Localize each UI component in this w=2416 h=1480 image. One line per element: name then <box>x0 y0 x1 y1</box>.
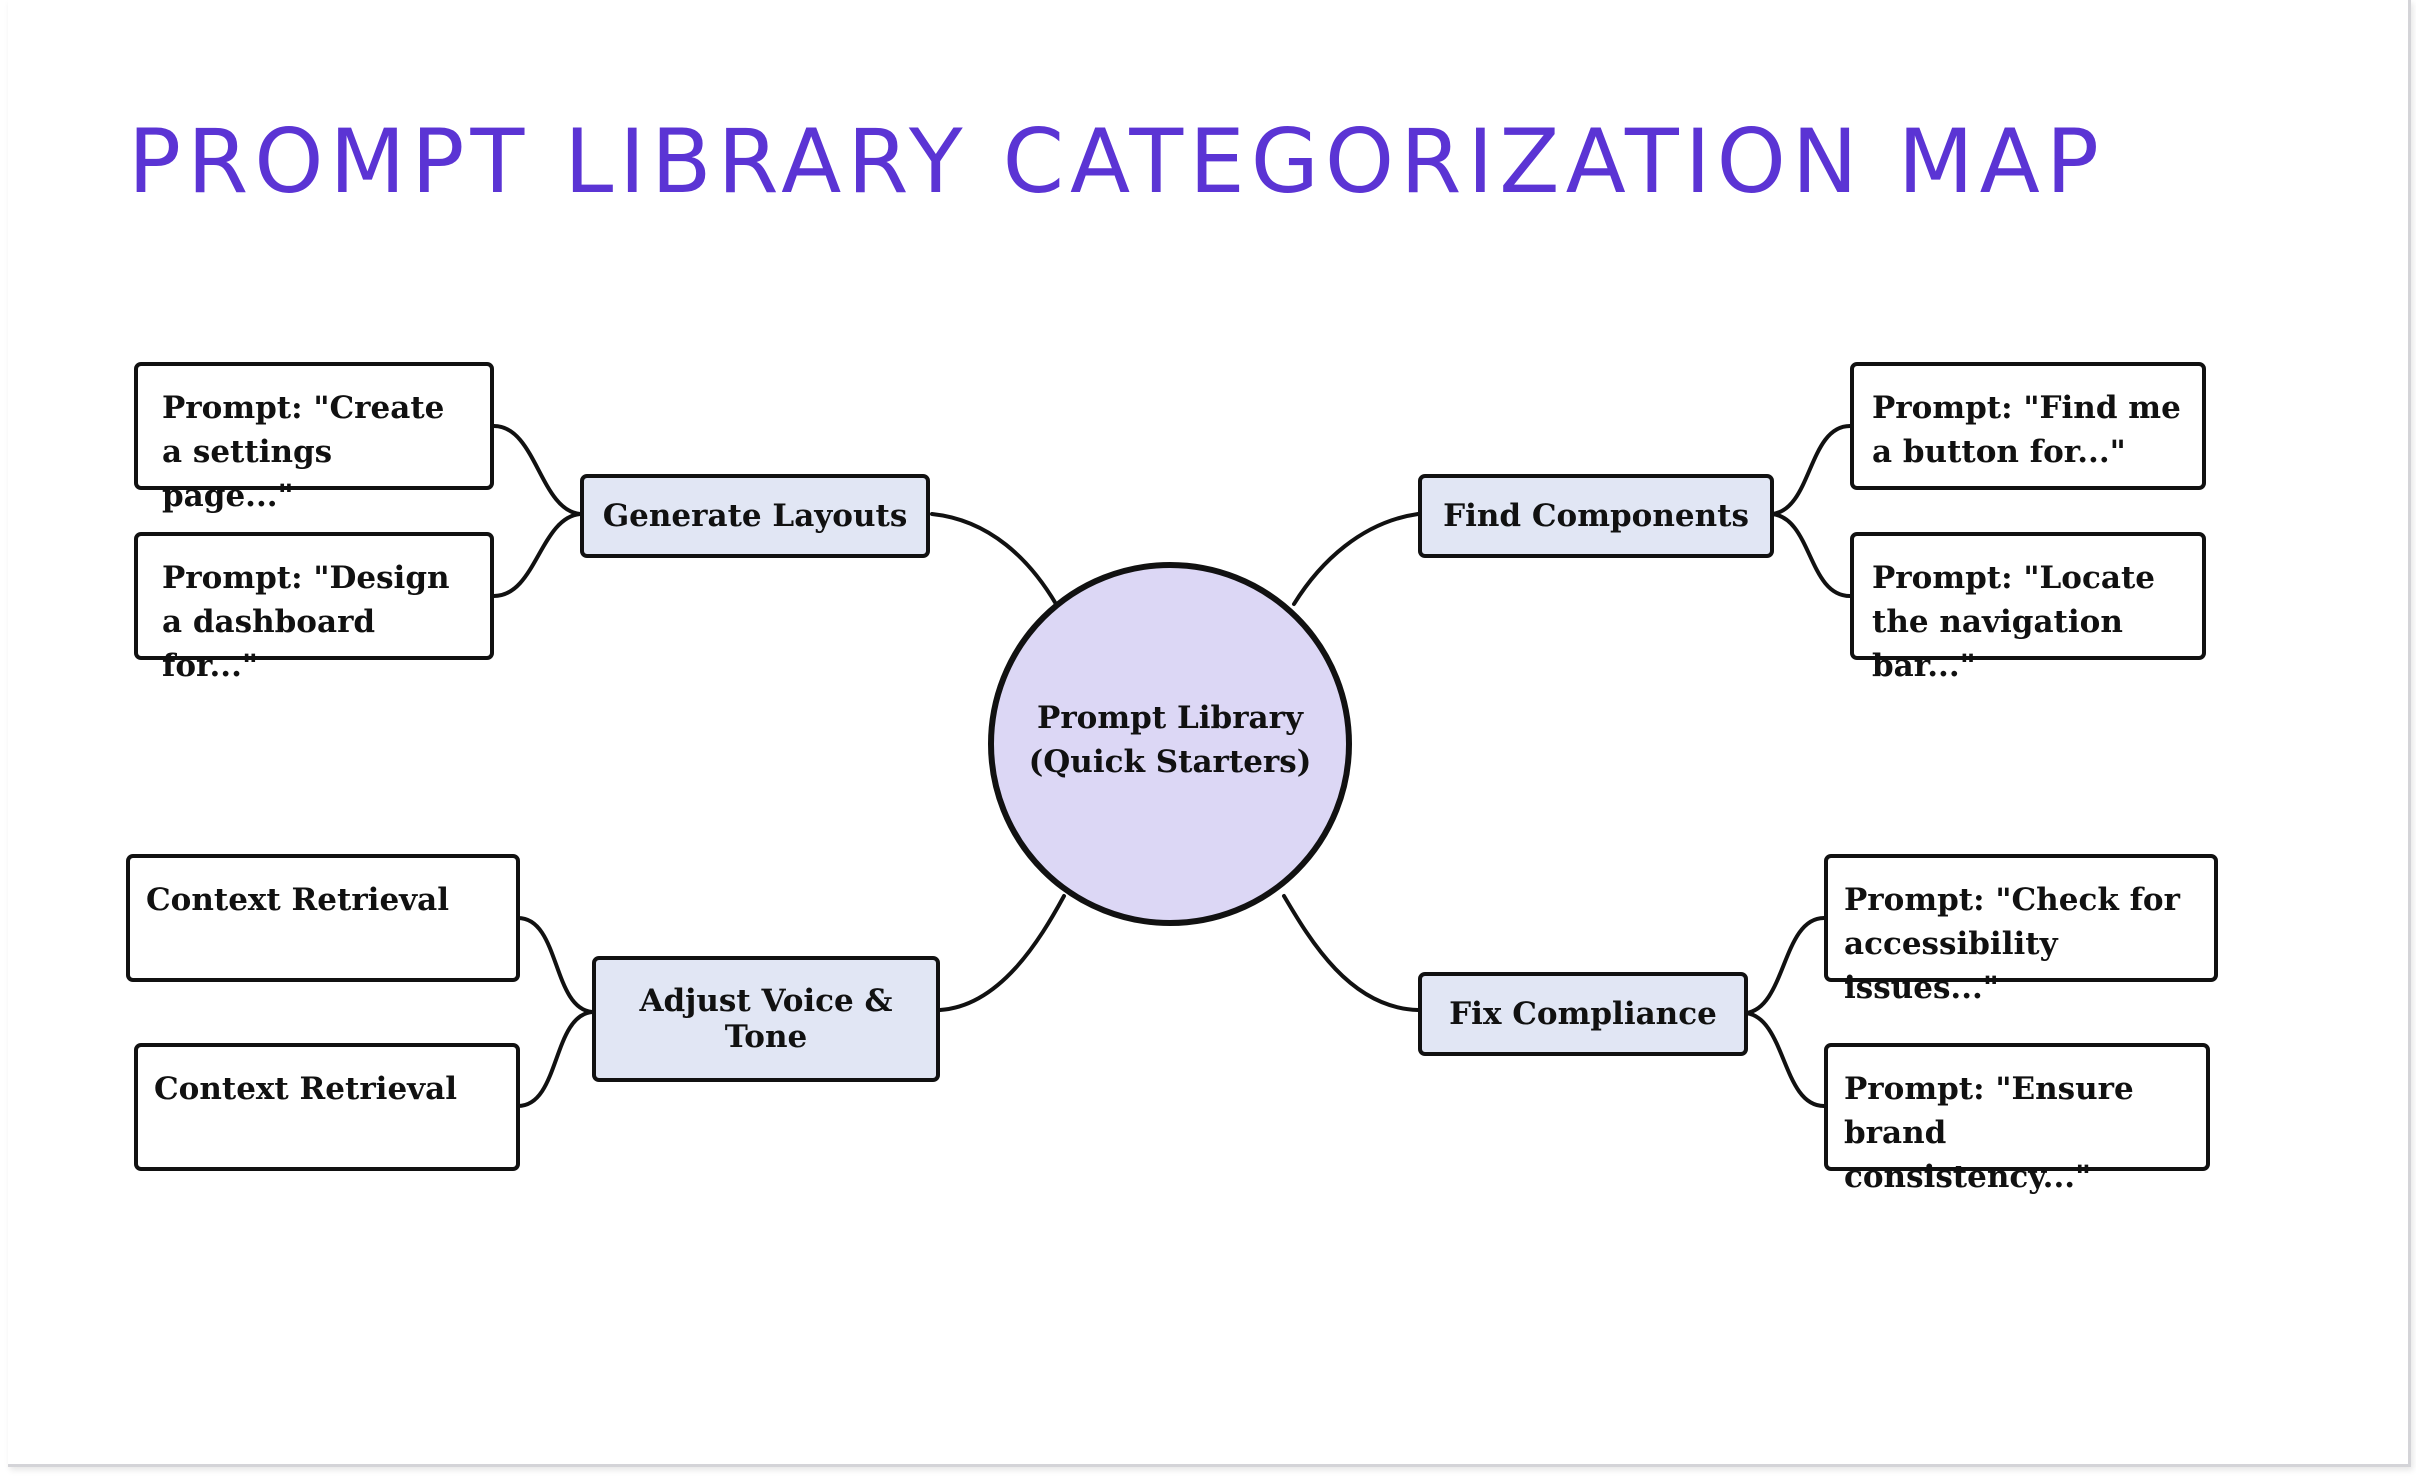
connector-center-find-components <box>1292 512 1420 606</box>
leaf-prompt-ensure-brand-consistency[interactable]: Prompt: "Ensure brand consistency..." <box>1824 1043 2210 1195</box>
category-adjust-voice-tone[interactable]: Adjust Voice & Tone <box>592 956 940 1082</box>
leaf-context-retrieval-1[interactable]: Context Retrieval <box>126 854 520 982</box>
connector-generate-layouts-item-2 <box>492 512 582 598</box>
connector-fix-compliance-item-1 <box>1744 916 1826 1015</box>
leaf-prompt-find-button[interactable]: Prompt: "Find me a button for..." <box>1850 362 2206 490</box>
connector-center-generate-layouts <box>930 512 1058 606</box>
leaf-context-retrieval-2[interactable]: Context Retrieval <box>134 1043 520 1171</box>
center-node-label: Prompt Library (Quick Starters) <box>1028 700 1312 780</box>
category-fix-compliance[interactable]: Fix Compliance <box>1418 972 1748 1056</box>
connector-fix-compliance-item-2 <box>1744 1011 1826 1108</box>
leaf-prompt-design-dashboard[interactable]: Prompt: "Design a dashboard for..." <box>134 532 494 684</box>
leaf-prompt-locate-navigation-bar[interactable]: Prompt: "Locate the navigation bar..." <box>1850 532 2206 684</box>
connector-center-adjust-voice-tone <box>938 894 1066 1012</box>
connector-adjust-voice-tone-item-1 <box>516 916 594 1014</box>
category-find-components[interactable]: Find Components <box>1418 474 1774 558</box>
connector-find-components-item-2 <box>1770 512 1852 598</box>
connector-center-fix-compliance <box>1282 894 1420 1012</box>
category-generate-layouts[interactable]: Generate Layouts <box>580 474 930 558</box>
page-title: PROMPT LIBRARY CATEGORIZATION MAP <box>128 110 2105 213</box>
connector-adjust-voice-tone-item-2 <box>516 1010 594 1108</box>
connector-find-components-item-1 <box>1770 424 1852 516</box>
leaf-prompt-create-settings-page[interactable]: Prompt: "Create a settings page..." <box>134 362 494 514</box>
center-node-prompt-library[interactable]: Prompt Library (Quick Starters) <box>988 562 1352 926</box>
connector-generate-layouts-item-1 <box>492 424 582 516</box>
leaf-prompt-check-accessibility[interactable]: Prompt: "Check for accessibility issues.… <box>1824 854 2218 1006</box>
